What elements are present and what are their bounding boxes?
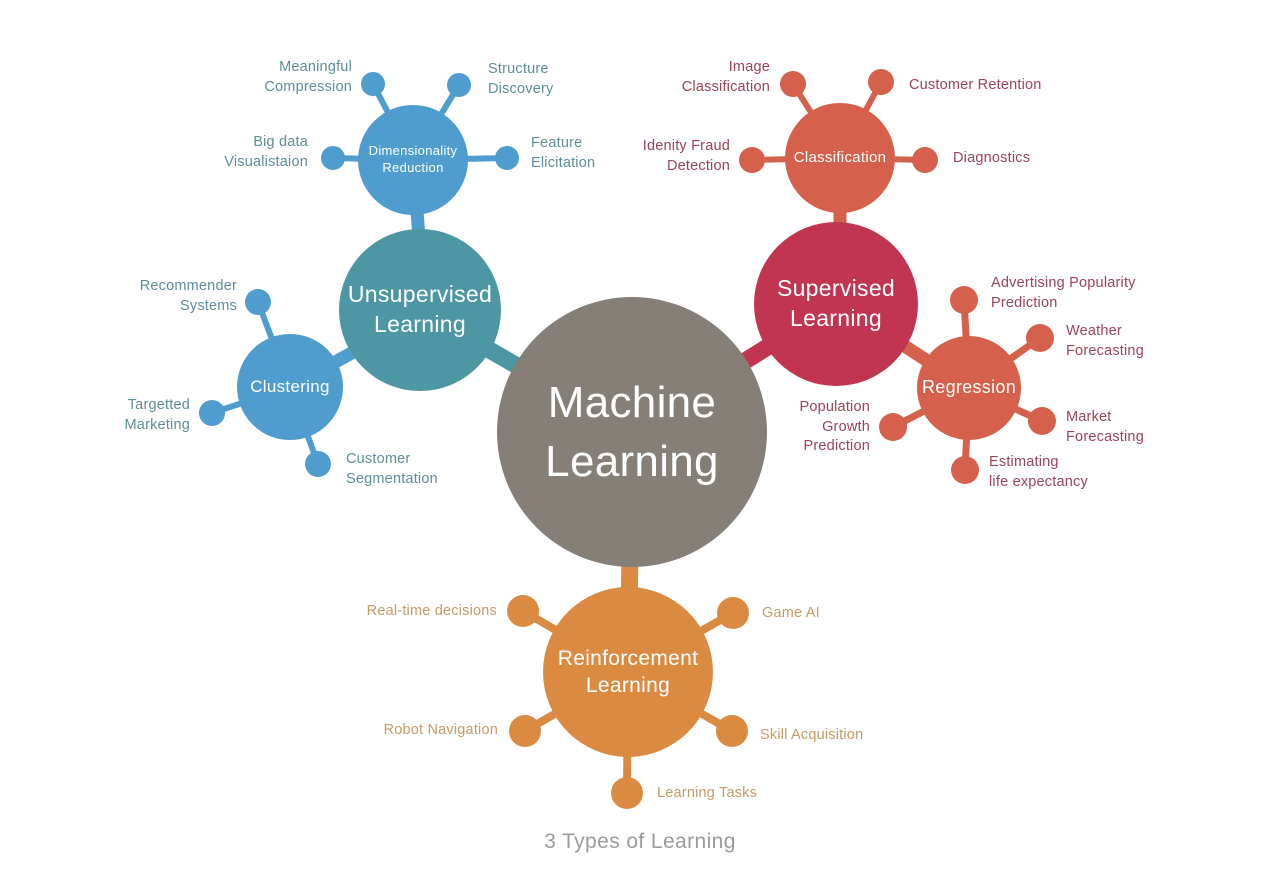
hub-reinforcement-learning-circle xyxy=(543,587,713,757)
diagram-caption: 3 Types of Learning xyxy=(544,830,736,853)
satellite-customer-retention xyxy=(868,69,894,95)
hub-dimensionality-reduction-circle xyxy=(358,105,468,215)
hub-regression-circle xyxy=(917,336,1021,440)
satellite-customer-segmentation xyxy=(305,451,331,477)
satellite-meaningful-compression xyxy=(361,72,385,96)
satellite-skill-acquisition xyxy=(716,715,748,747)
hub-clustering-circle xyxy=(237,334,343,440)
hub-unsupervised-learning-circle xyxy=(339,229,501,391)
satellite-feature-elicitation xyxy=(495,146,519,170)
satellite-estimating-life-expectancy xyxy=(951,456,979,484)
hub-supervised-learning-circle xyxy=(754,222,918,386)
satellite-robot-navigation xyxy=(509,715,541,747)
satellite-image-classification xyxy=(780,71,806,97)
hub-machine-learning-circle xyxy=(497,297,767,567)
satellite-game-ai xyxy=(717,597,749,629)
satellite-market-forecasting xyxy=(1028,407,1056,435)
satellite-real-time-decisions xyxy=(507,595,539,627)
hub-classification-circle xyxy=(785,103,895,213)
satellite-learning-tasks xyxy=(611,777,643,809)
satellite-big-data-visualistaion xyxy=(321,146,345,170)
satellite-idenity-fraud-detection xyxy=(739,147,765,173)
satellite-structure-discovery xyxy=(447,73,471,97)
satellite-weather-forecasting xyxy=(1026,324,1054,352)
satellite-targetted-marketing xyxy=(199,400,225,426)
satellite-advertising-popularity-prediction xyxy=(950,286,978,314)
satellite-population-growth-prediction xyxy=(879,413,907,441)
satellite-diagnostics xyxy=(912,147,938,173)
satellite-recommender-systems xyxy=(245,289,271,315)
